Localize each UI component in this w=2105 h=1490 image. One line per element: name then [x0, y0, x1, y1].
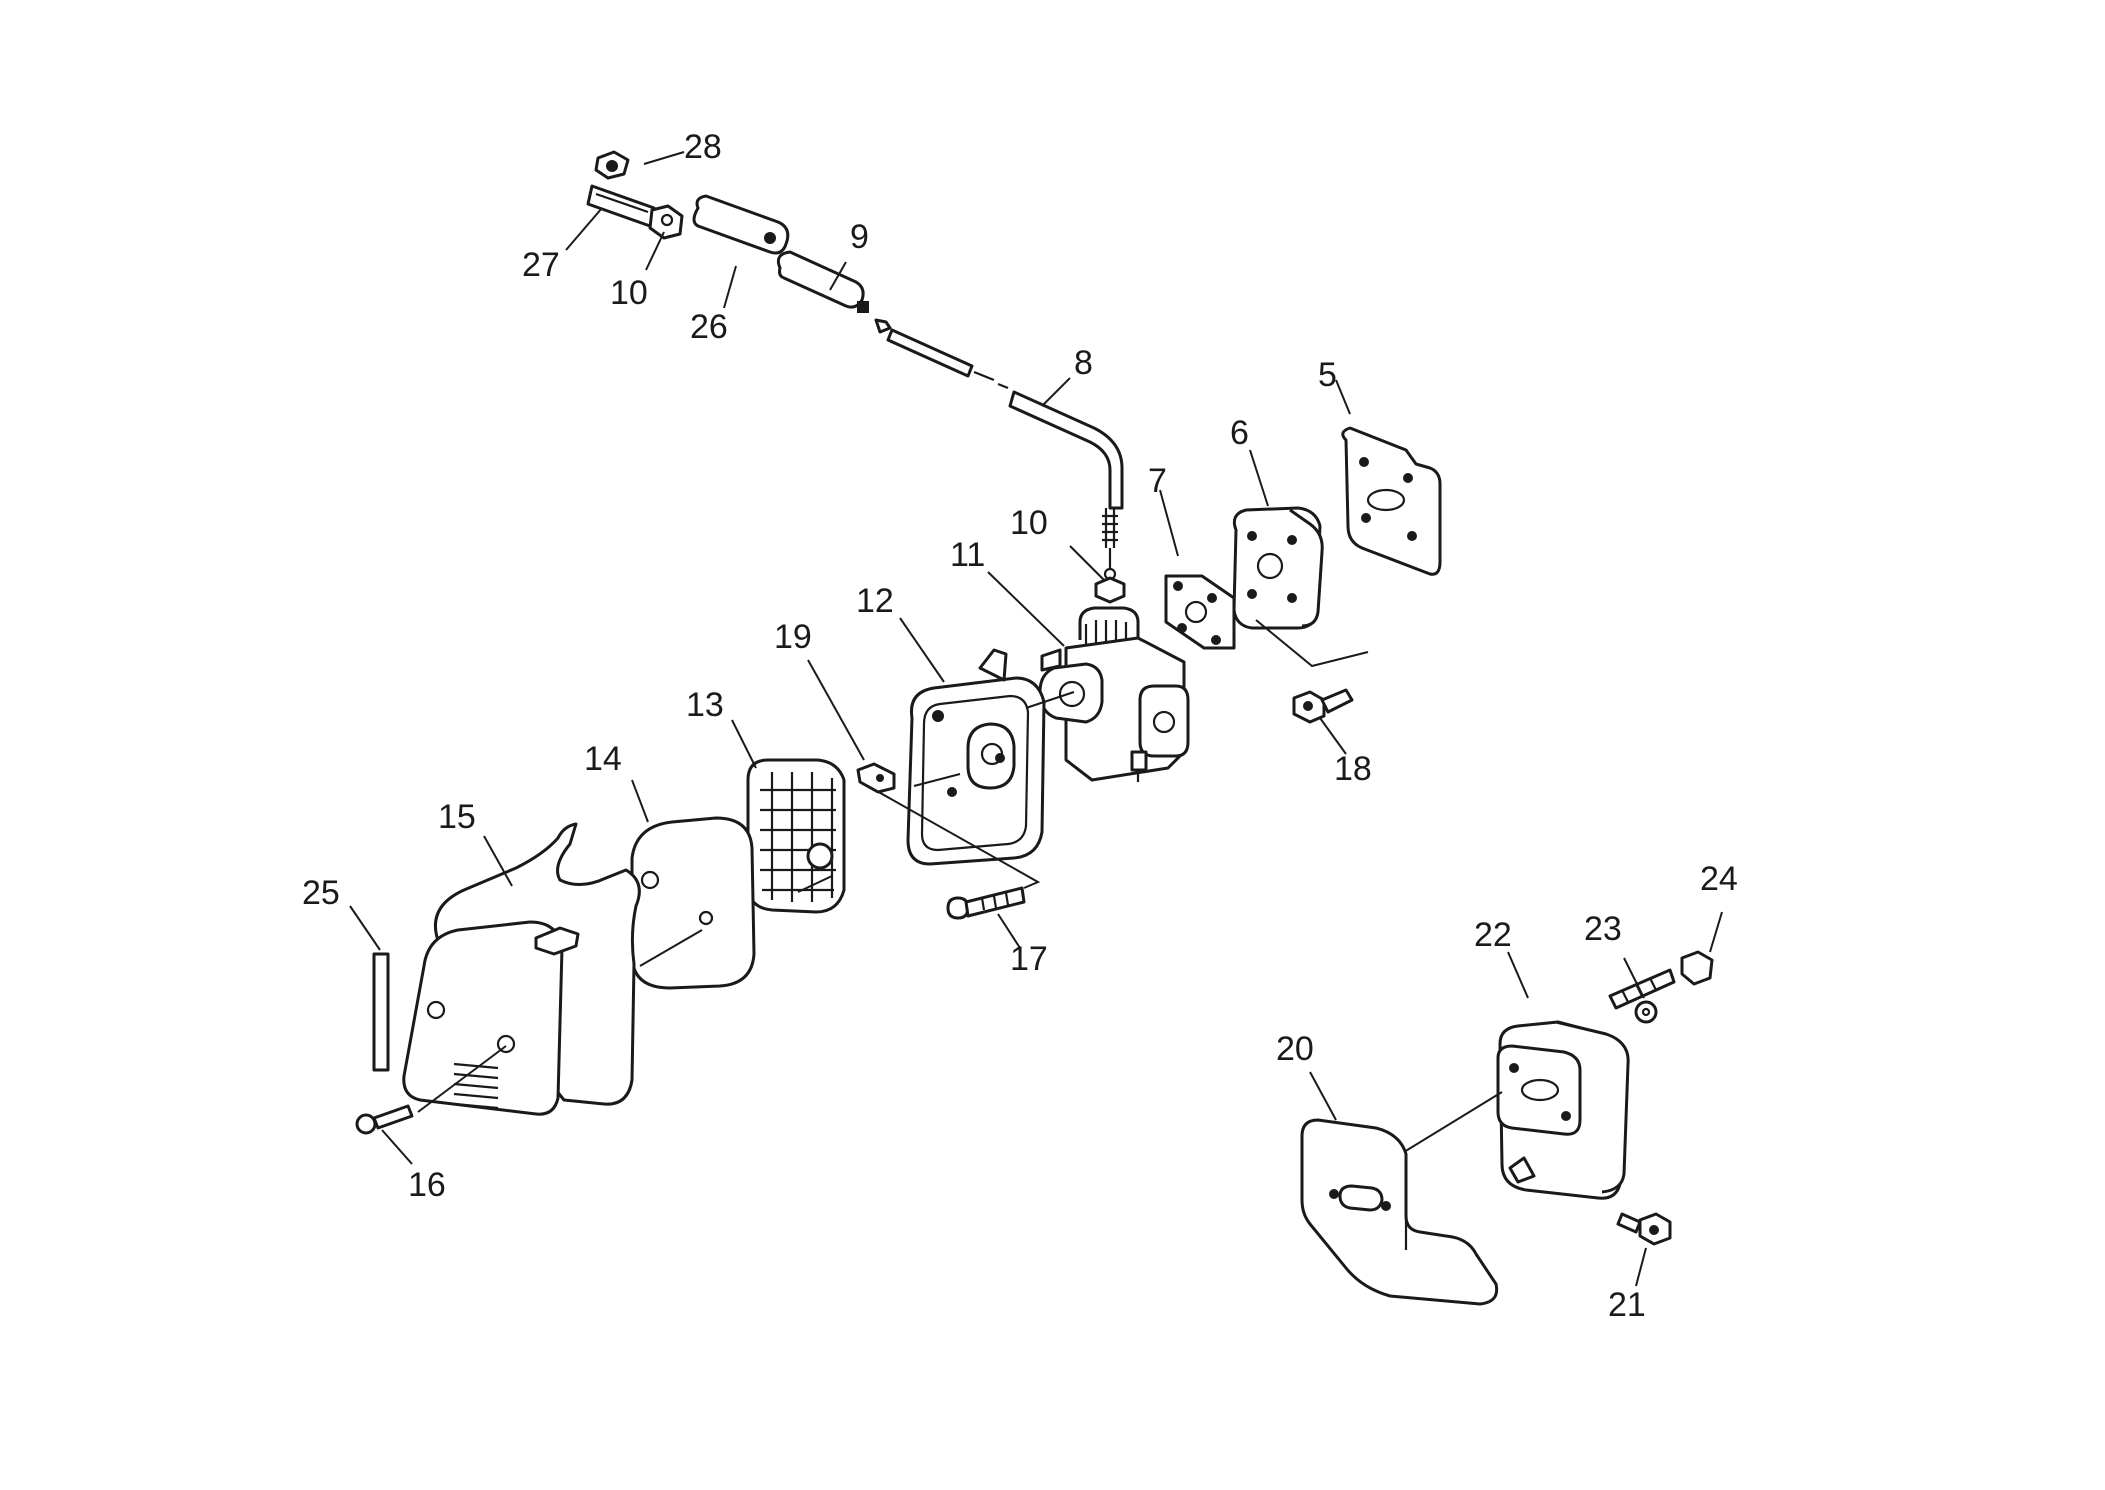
callout-12: 12 — [856, 582, 894, 620]
callout-9: 9 — [850, 218, 869, 256]
part-17-screw — [946, 886, 1026, 920]
callout-11: 11 — [950, 536, 985, 574]
callout-labels: 28 27 10 26 9 8 5 6 7 10 11 12 19 13 14 … — [302, 128, 1738, 1324]
part-24-bolt — [1608, 950, 1714, 1010]
part-10-nut-lower — [1094, 576, 1126, 604]
part-7-gasket — [1164, 574, 1236, 650]
callout-leaders — [349, 151, 1723, 1287]
part-25-label — [372, 952, 390, 1072]
callout-14: 14 — [584, 740, 622, 778]
part-8-throttle-cable — [874, 318, 1124, 581]
callout-10-lower: 10 — [1010, 504, 1048, 542]
callout-22: 22 — [1474, 916, 1512, 954]
callout-13: 13 — [686, 686, 724, 724]
part-27-cable-end — [586, 184, 656, 228]
part-15-air-cleaner-cover — [402, 822, 641, 1116]
part-18-screw — [1292, 688, 1354, 724]
part-22-muffler — [1496, 1020, 1630, 1200]
callout-16: 16 — [408, 1166, 446, 1204]
callout-15: 15 — [438, 798, 476, 836]
callout-21: 21 — [1608, 1286, 1646, 1324]
callout-8: 8 — [1074, 344, 1093, 382]
part-28-clip — [594, 150, 630, 180]
callout-28: 28 — [684, 128, 722, 166]
part-12-air-cleaner-base — [906, 648, 1046, 866]
callout-26: 26 — [690, 308, 728, 346]
callout-23: 23 — [1584, 910, 1622, 948]
part-6-insulator — [1232, 506, 1324, 630]
part-13-element-holder — [746, 758, 846, 914]
part-23-washer — [1634, 1000, 1658, 1024]
callout-6: 6 — [1230, 414, 1249, 452]
part-26-sleeve — [692, 194, 790, 255]
callout-10-upper: 10 — [610, 274, 648, 312]
callout-24: 24 — [1700, 860, 1738, 898]
callout-7: 7 — [1148, 462, 1167, 500]
callout-25: 25 — [302, 874, 340, 912]
callout-27: 27 — [522, 246, 560, 284]
part-9-tube — [776, 250, 869, 313]
part-14-air-filter-element — [630, 816, 756, 990]
part-16-screw — [355, 1104, 414, 1135]
part-19-clip — [856, 762, 896, 794]
callout-5: 5 — [1318, 356, 1337, 394]
callout-17: 17 — [1010, 940, 1048, 978]
callout-19: 19 — [774, 618, 812, 656]
callout-18: 18 — [1334, 750, 1372, 788]
part-21-screw — [1616, 1212, 1672, 1246]
part-20-heat-shield — [1300, 1118, 1499, 1306]
callout-20: 20 — [1276, 1030, 1314, 1068]
alignment-lines — [417, 619, 1503, 1153]
part-10-nut-upper — [648, 204, 684, 240]
part-11-carburetor — [1038, 606, 1190, 782]
part-5-gasket — [1341, 426, 1442, 576]
